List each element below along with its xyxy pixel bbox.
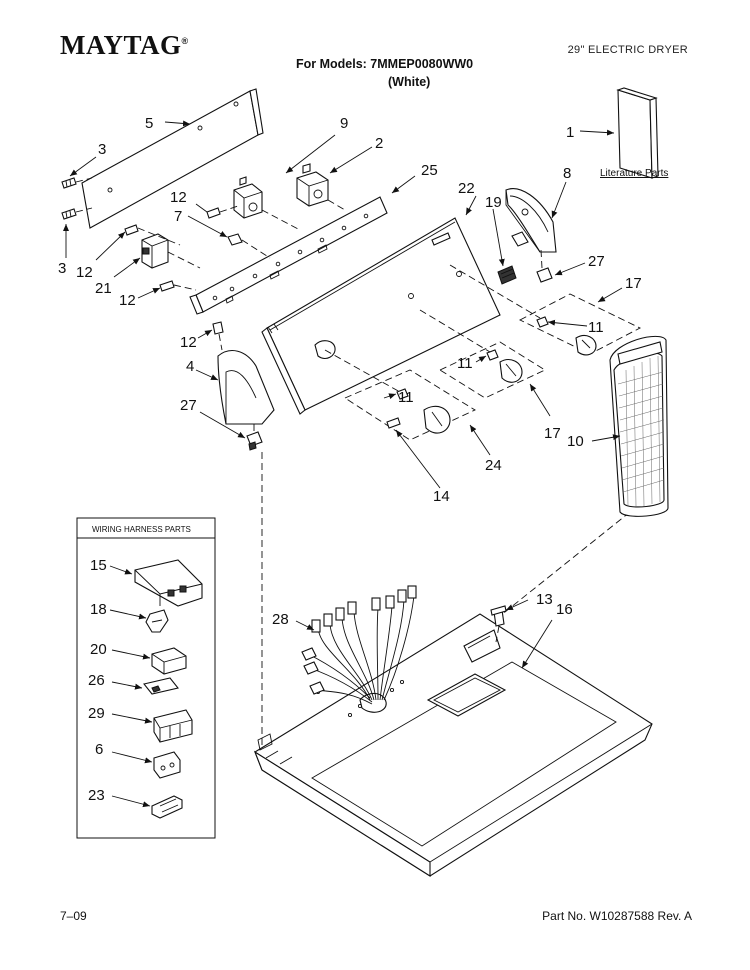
knob-17-upper — [575, 335, 597, 356]
callout-1: 1 — [566, 124, 574, 141]
callout-26: 26 — [88, 672, 105, 689]
literature-parts-booklet — [616, 87, 659, 179]
callout-12-top: 12 — [170, 189, 187, 206]
callout-13: 13 — [536, 591, 553, 608]
callout-23: 23 — [88, 787, 105, 804]
screw-12-endcap — [212, 321, 224, 335]
callout-28: 28 — [272, 611, 289, 628]
connector-7 — [227, 233, 243, 246]
end-cap-left — [217, 350, 275, 425]
registered-mark: ® — [181, 36, 189, 46]
knob-24 — [423, 405, 451, 434]
callout-7: 7 — [174, 208, 182, 225]
screw-13 — [490, 605, 507, 627]
spring-11-upper — [536, 316, 549, 328]
callout-27-right: 27 — [588, 253, 605, 270]
callout-25: 25 — [421, 162, 438, 179]
connector-20 — [151, 647, 187, 675]
harness-box-title: WIRING HARNESS PARTS — [92, 525, 191, 534]
callout-15: 15 — [90, 557, 107, 574]
callout-11-lower: 11 — [398, 389, 414, 406]
callout-11-upper: 11 — [588, 319, 604, 336]
callout-24: 24 — [485, 457, 502, 474]
revision-date: 7–09 — [60, 909, 87, 923]
callout-19: 19 — [485, 194, 502, 211]
callout-16: 16 — [556, 601, 573, 618]
display-lens-19 — [497, 265, 517, 285]
connector-26 — [143, 677, 179, 695]
console-panel — [261, 217, 501, 415]
connector-6 — [153, 751, 181, 779]
callout-29: 29 — [88, 705, 105, 722]
literature-parts-label: Literature Parts — [600, 168, 668, 179]
knob-17-middle — [499, 359, 523, 383]
control-switch-2 — [296, 163, 329, 207]
callout-22: 22 — [458, 180, 475, 197]
terminal-23 — [151, 795, 183, 819]
product-title: 29" ELECTRIC DRYER — [567, 44, 688, 56]
callout-5: 5 — [145, 115, 153, 132]
callout-14: 14 — [433, 488, 450, 505]
wiring-harness-28 — [301, 585, 417, 705]
wiring-harness-box: WIRING HARNESS PARTS — [76, 517, 216, 839]
color-line: (White) — [388, 75, 431, 89]
callout-10: 10 — [567, 433, 584, 450]
spring-11-middle — [486, 349, 499, 361]
screw-12-mid — [124, 224, 139, 236]
callout-2: 2 — [375, 135, 383, 152]
screw-12-low — [159, 280, 175, 292]
screw-lower-left — [61, 208, 77, 220]
callout-18: 18 — [90, 601, 107, 618]
callout-17-upper: 17 — [625, 275, 642, 292]
callout-12-endcap: 12 — [180, 334, 197, 351]
callout-11-middle: 11 — [457, 355, 473, 372]
callout-4: 4 — [186, 358, 194, 375]
callout-27-left: 27 — [180, 397, 197, 414]
callout-17-lower: 17 — [544, 425, 561, 442]
brand-logo: MAYTAG® — [60, 30, 189, 61]
callout-9: 9 — [340, 115, 348, 132]
clip-27-right — [536, 267, 553, 283]
clip-27-left — [246, 431, 263, 451]
callout-3-upper: 3 — [98, 141, 106, 158]
callout-20: 20 — [90, 641, 107, 658]
callout-12-low: 12 — [119, 292, 136, 309]
screw-14 — [386, 417, 401, 429]
control-switch-9 — [233, 176, 263, 219]
connector-29 — [153, 709, 193, 743]
callout-6: 6 — [95, 741, 103, 758]
part-number: Part No. W10287588 Rev. A — [542, 909, 692, 923]
lint-screen — [609, 335, 669, 517]
callout-21: 21 — [95, 280, 112, 297]
screw-12-top — [206, 207, 221, 219]
terminal-block-21 — [141, 233, 169, 269]
top-panel — [253, 613, 653, 877]
callout-3-lower: 3 — [58, 260, 66, 277]
spring-11-lower — [396, 388, 409, 400]
clip-18 — [145, 609, 169, 633]
models-line: For Models: 7MMEP0080WW0 — [296, 57, 474, 71]
callout-8: 8 — [563, 165, 571, 182]
brand-name: MAYTAG — [60, 30, 182, 60]
screw-upper-left — [61, 177, 77, 189]
connector-15 — [134, 559, 203, 607]
rear-panel — [81, 88, 264, 229]
end-cap-right — [505, 188, 557, 253]
control-bracket — [189, 196, 388, 315]
callout-12-mid: 12 — [76, 264, 93, 281]
